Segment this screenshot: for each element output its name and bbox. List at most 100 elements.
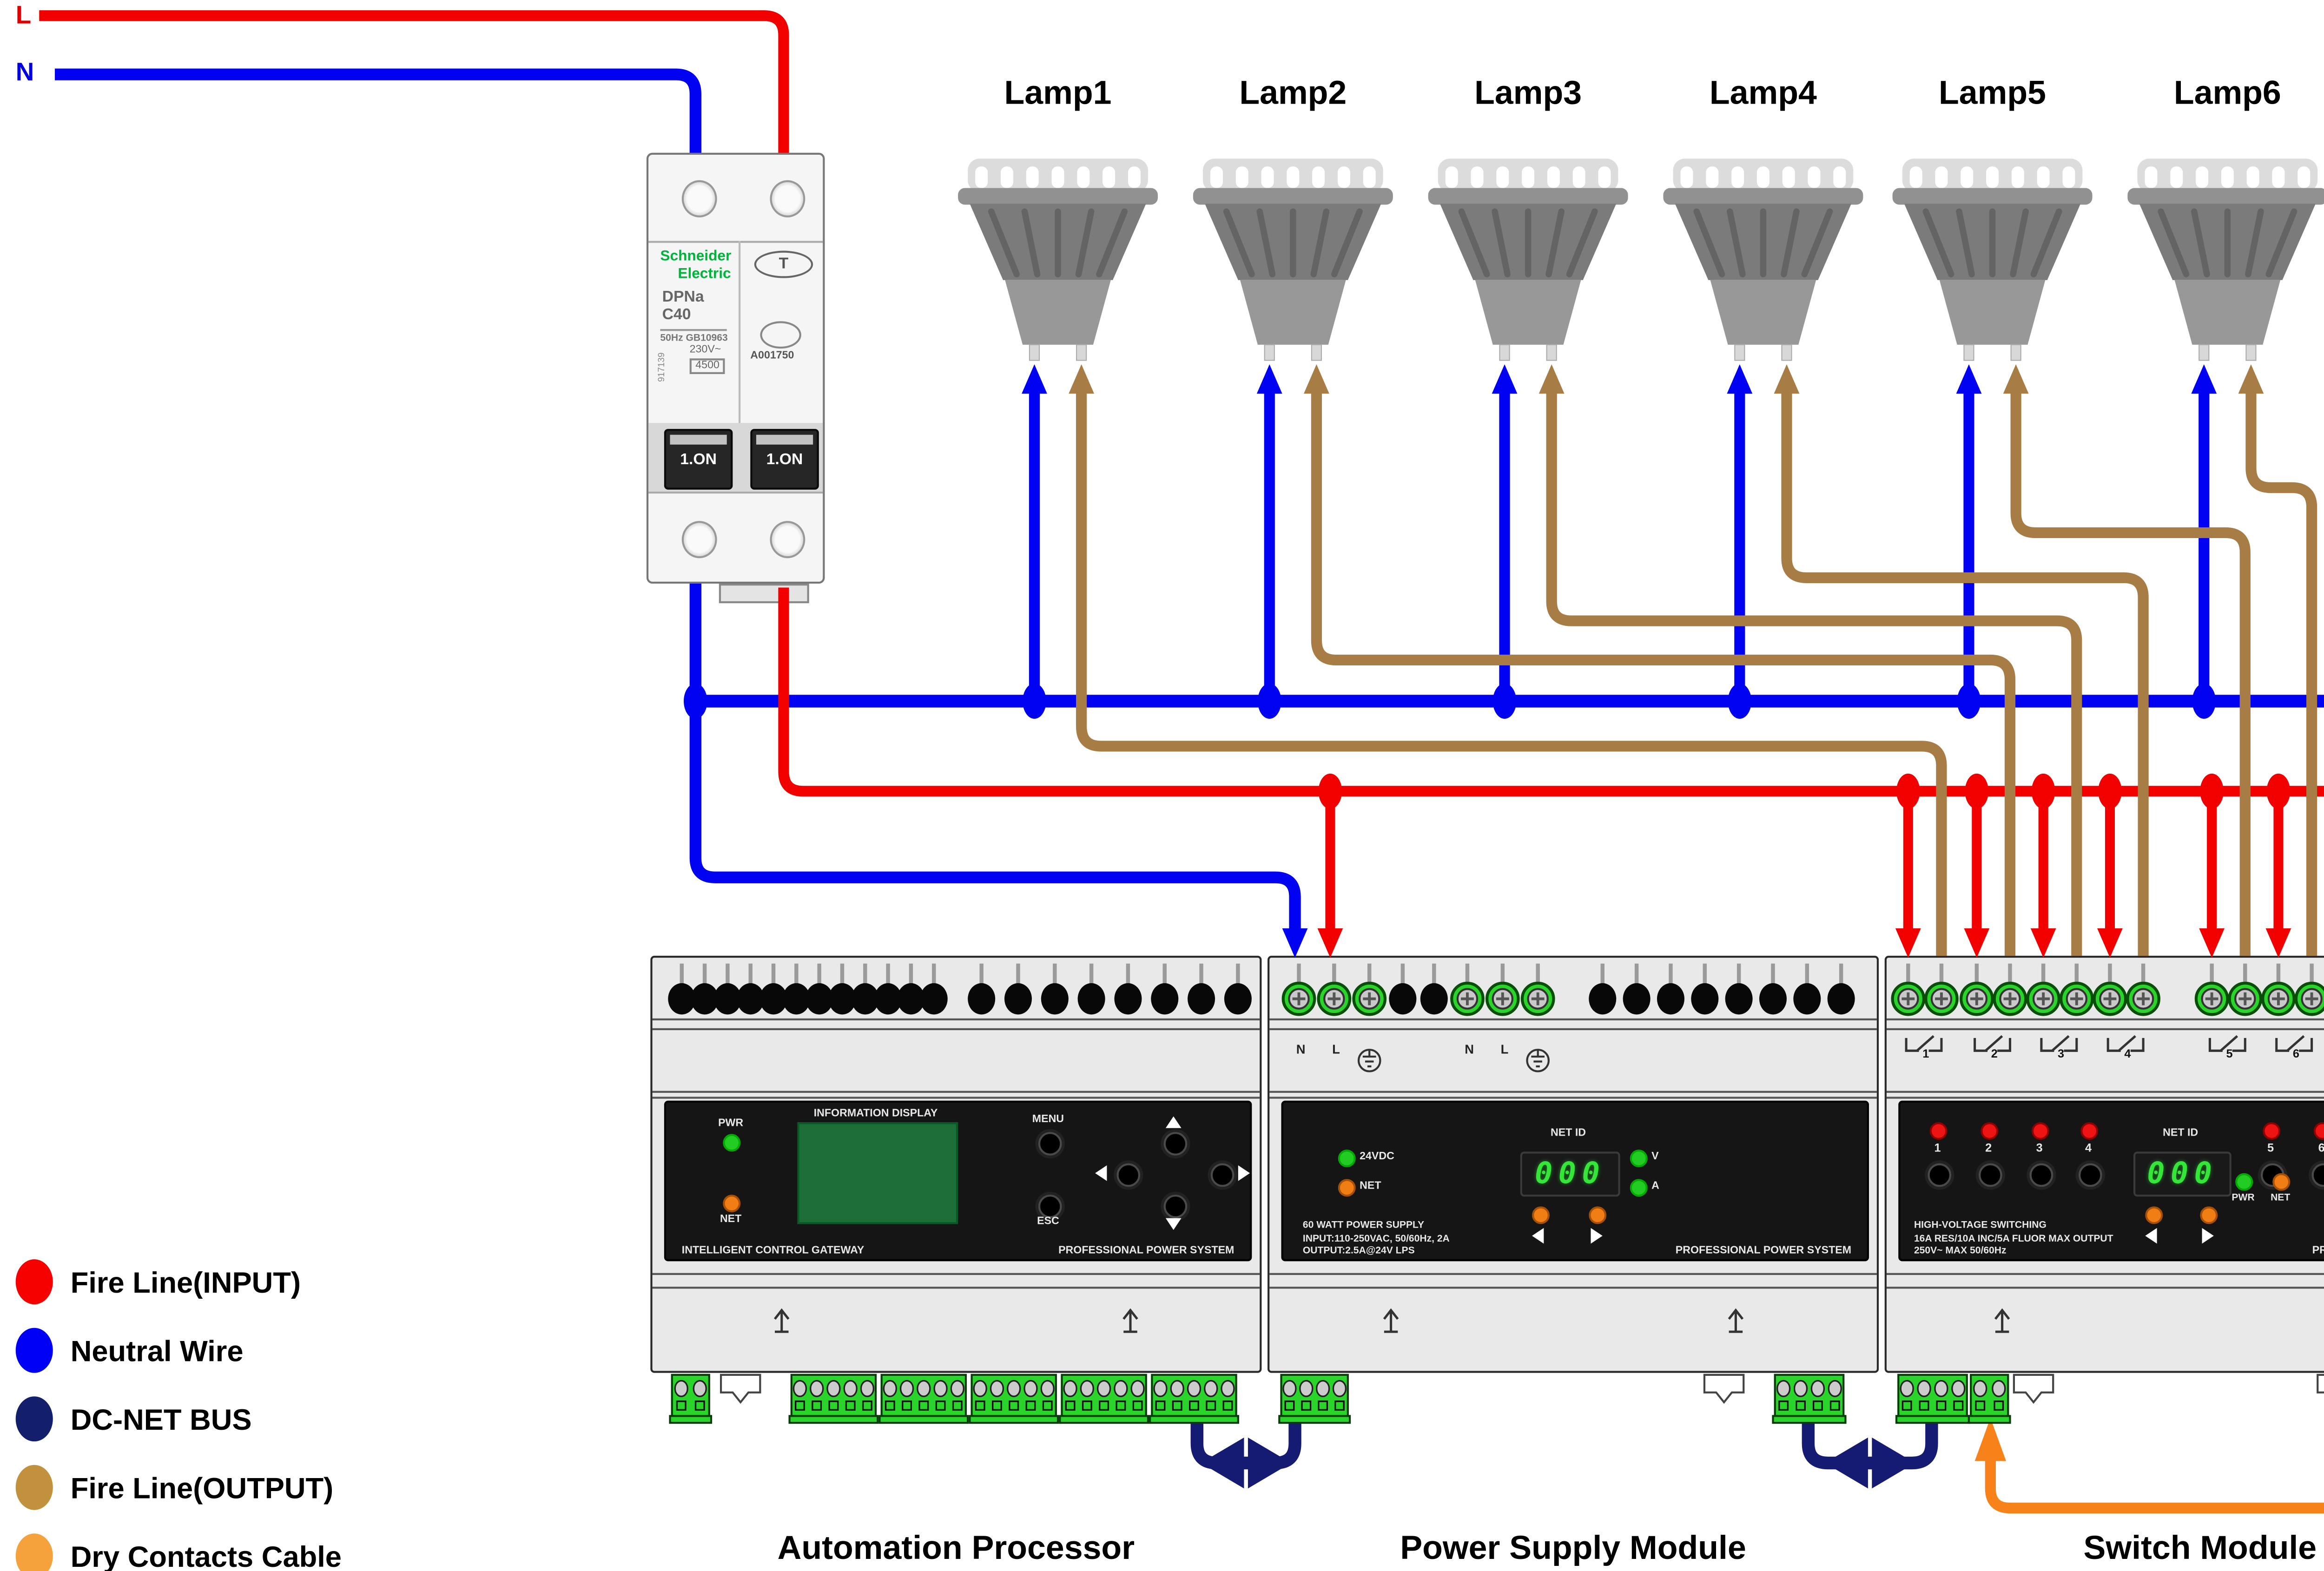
psu-net-id-display: 000 [1520, 1151, 1620, 1197]
information-display-screen [797, 1122, 958, 1224]
down-button[interactable] [1163, 1195, 1188, 1218]
esc-label: ESC [1037, 1216, 1059, 1228]
legend-dot-dry-contacts [15, 1533, 53, 1571]
amp-label: A [1651, 1180, 1659, 1192]
channel1-button[interactable] [1928, 1163, 1952, 1187]
amp-led [1629, 1178, 1647, 1196]
psu-spec-line1: 60 WATT POWER SUPPLY [1302, 1220, 1425, 1232]
up-button[interactable] [1163, 1132, 1188, 1156]
channel4-button[interactable] [2079, 1163, 2102, 1187]
net-label: NET [720, 1214, 742, 1226]
sw-right-button[interactable] [2199, 1205, 2217, 1223]
legend-label-neutral: Neutral Wire [70, 1335, 244, 1369]
relay6-number: 6 [2292, 1050, 2299, 1062]
sw-footer-right: PROFESSIONAL POWER SYSTEM [2312, 1245, 2324, 1257]
channel4-led [2080, 1122, 2098, 1140]
legend-label-dcnet: DC-NET BUS [70, 1404, 252, 1438]
breaker-screw [681, 521, 717, 559]
net-led [722, 1195, 740, 1213]
breaker-screw [681, 180, 717, 217]
up-arrow-icon [1165, 1116, 1182, 1128]
breaker-model: DPNa [662, 288, 704, 306]
breaker-breaking-capacity: 4500 [689, 358, 726, 375]
sw-spec-line3: 250V~ MAX 50/60Hz [1914, 1245, 2007, 1257]
breaker-screw [770, 521, 805, 559]
breaker-toggle-left[interactable]: 1.ON [664, 429, 733, 490]
din-clip [719, 584, 809, 604]
wire-neutral-feed [55, 68, 701, 588]
ap-footer-right: PROFESSIONAL POWER SYSTEM [1058, 1245, 1235, 1257]
sw-spec-line1: HIGH-VOLTAGE SWITCHING [1914, 1220, 2047, 1232]
psu-spec-line3: OUTPUT:2.5A@24V LPS [1302, 1245, 1415, 1257]
lamp3-label: Lamp3 [1474, 74, 1582, 112]
psu-left-arrow-icon [1532, 1228, 1544, 1244]
down-arrow-icon [1165, 1218, 1182, 1230]
sw-left-arrow-icon [2145, 1228, 2157, 1244]
left-button[interactable] [1116, 1163, 1141, 1187]
switch-module-panel: 12345678 NET ID 000 PWR NET HIGH-VOLTAGE… [1898, 1100, 2324, 1262]
left-arrow-icon [1095, 1165, 1107, 1181]
psu-spec-line2: INPUT:110-250VAC, 50/60Hz, 2A [1302, 1233, 1450, 1245]
power-supply-panel: 24VDC NET NET ID 000 V A 60 WATT POWER S… [1281, 1100, 1869, 1262]
channel2-button[interactable] [1979, 1163, 2002, 1187]
right-arrow-icon [1238, 1165, 1250, 1181]
menu-label: MENU [1032, 1114, 1064, 1126]
breaker-brand-line1: Schneider [660, 247, 732, 265]
sw-left-button[interactable] [2144, 1205, 2162, 1223]
sw-pwr-led [2234, 1172, 2252, 1190]
channel3-button[interactable] [2029, 1163, 2053, 1187]
menu-button[interactable] [1038, 1132, 1062, 1156]
breaker-voltage: 230V~ [689, 344, 721, 357]
24vdc-led [1337, 1149, 1355, 1166]
legend-dot-fire-output [15, 1465, 53, 1510]
breaker-test-button[interactable]: T [754, 250, 813, 278]
channel4-number: 4 [2085, 1144, 2092, 1156]
channel3-led [2030, 1122, 2048, 1140]
sw-net-id-display: 000 [2133, 1151, 2232, 1197]
psu-left-button[interactable] [1531, 1205, 1549, 1223]
lamp5-label: Lamp5 [1939, 74, 2047, 112]
relay4-number: 4 [2124, 1050, 2131, 1062]
sw-net-id-label: NET ID [2163, 1128, 2199, 1140]
sw-net-label: NET [2271, 1192, 2291, 1205]
psu-right-arrow-icon [1591, 1228, 1603, 1244]
volt-label: V [1651, 1150, 1659, 1163]
psu-net-led [1337, 1178, 1355, 1196]
volt-led [1629, 1149, 1647, 1166]
breaker-screw [770, 180, 805, 217]
sw-right-arrow-icon [2202, 1228, 2214, 1244]
legend-label-dry-contacts: Dry Contacts Cable [70, 1541, 342, 1571]
legend-label-fire-output: Fire Line(OUTPUT) [70, 1472, 334, 1506]
pwr-led [722, 1134, 740, 1152]
breaker-toggle-right[interactable]: 1.ON [750, 429, 819, 490]
relay3-number: 3 [2058, 1050, 2065, 1062]
pwr-label: PWR [718, 1118, 744, 1130]
channel2-led [1980, 1122, 1998, 1140]
right-button[interactable] [1210, 1163, 1235, 1187]
esc-button[interactable] [1038, 1195, 1062, 1218]
channel2-number: 2 [1985, 1144, 1992, 1156]
channel6-button[interactable] [2311, 1163, 2324, 1187]
channel5-led [2262, 1122, 2280, 1140]
switch-module: 1 2 3 4 5 6 7 8 12345678 NET ID 000 PWR … [1884, 955, 2324, 1373]
psu-net-label: NET [1360, 1180, 1381, 1192]
relay5-number: 5 [2226, 1050, 2233, 1062]
psu-right-button[interactable] [1588, 1205, 1606, 1223]
breaker-serial: 917139 [656, 352, 667, 382]
breaker-rating: C40 [662, 305, 691, 323]
breaker-standard: 50Hz GB10963 [660, 329, 728, 345]
neutral-line-label: N [15, 57, 34, 86]
sw-spec-line2: 16A RES/10A INC/5A FLUOR MAX OUTPUT [1914, 1233, 2113, 1245]
psu-footer-right: PROFESSIONAL POWER SYSTEM [1675, 1245, 1852, 1257]
legend-dot-fire-input [15, 1259, 53, 1305]
relay2-number: 2 [1991, 1050, 1998, 1062]
channel1-number: 1 [1934, 1144, 1941, 1156]
legend-dot-neutral [15, 1328, 53, 1373]
lamp2-label: Lamp2 [1239, 74, 1347, 112]
channel6-number: 6 [2302, 1144, 2324, 1156]
wire-live-feed [39, 10, 789, 588]
lamp6-label: Lamp6 [2173, 74, 2281, 112]
psu-terminal-l-label: L [1332, 1044, 1340, 1058]
